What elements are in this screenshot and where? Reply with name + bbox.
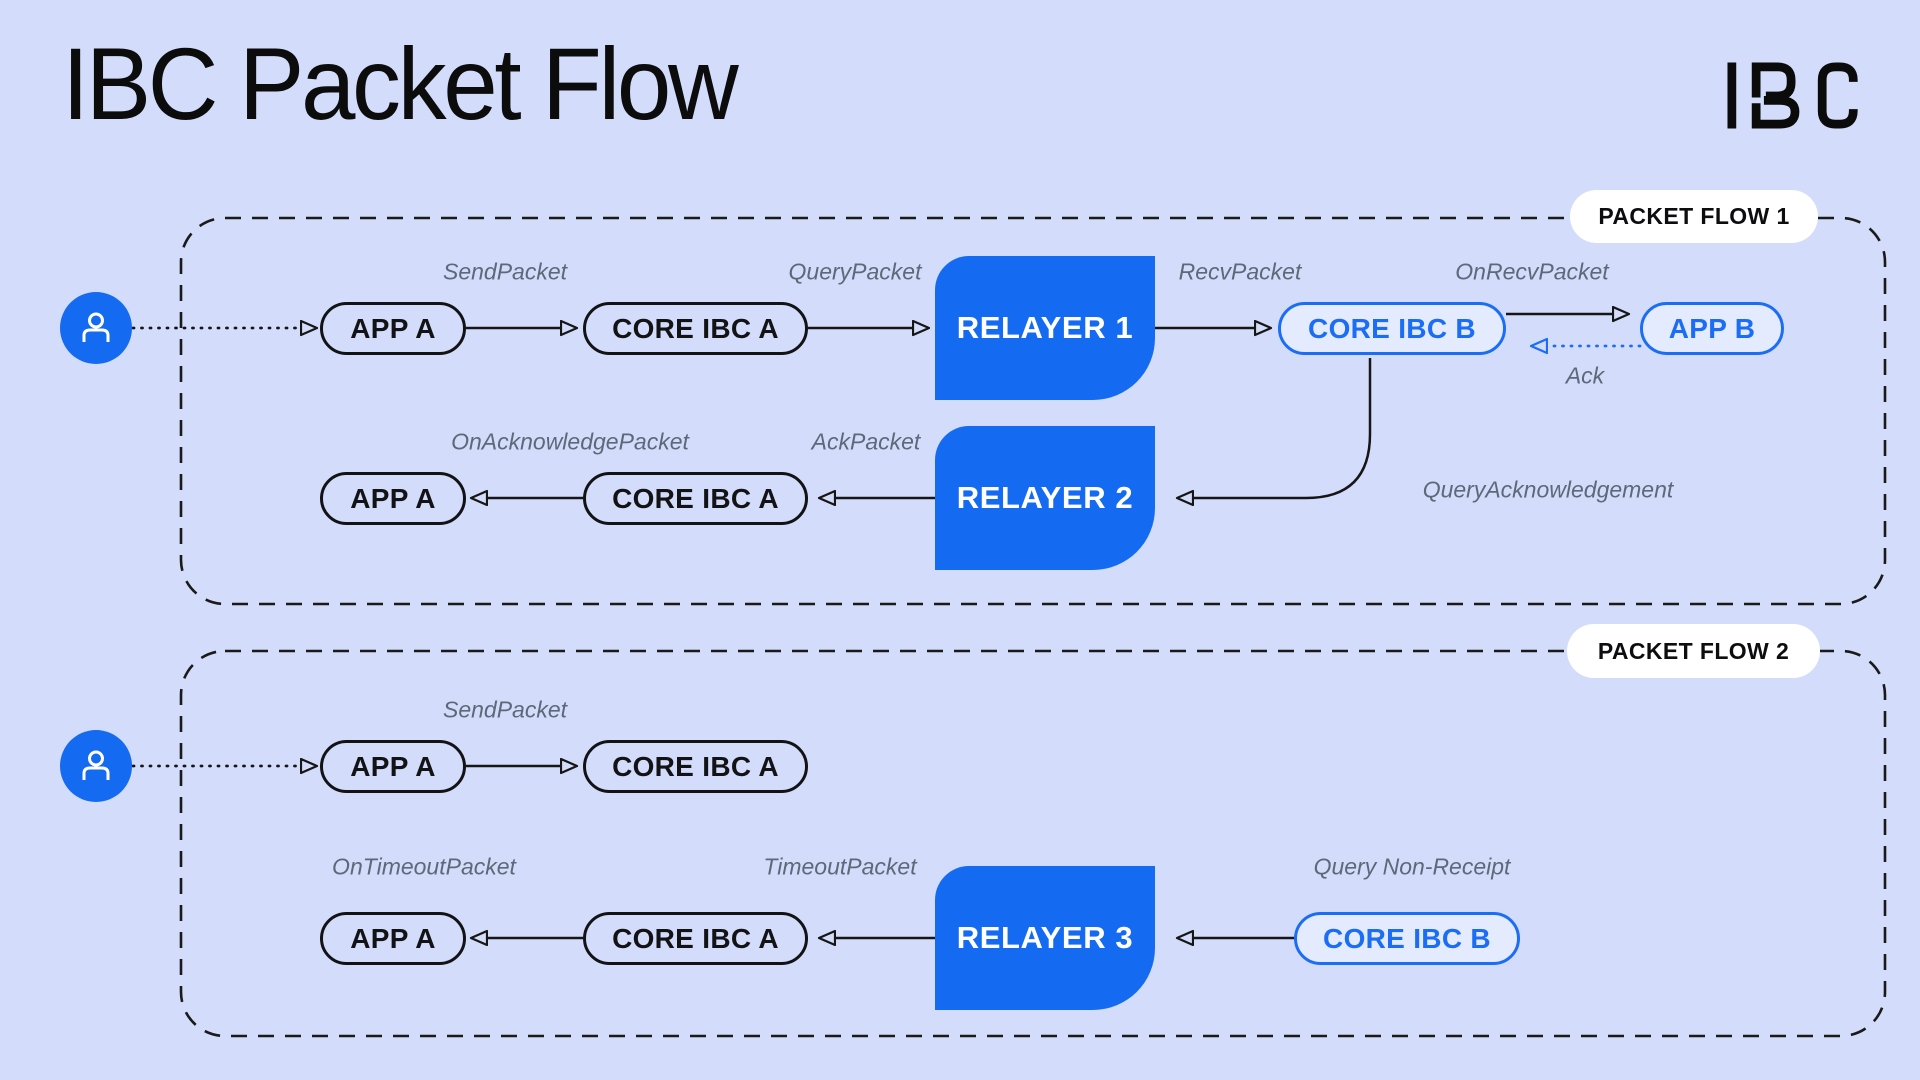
label-ackpacket: AckPacket <box>811 428 921 455</box>
label-ontimeoutpacket: OnTimeoutPacket <box>332 853 516 880</box>
user-icon <box>60 730 132 802</box>
node-app-a: APP A <box>320 472 466 525</box>
node-core-ibc-a: CORE IBC A <box>583 912 808 965</box>
label-query-non-receipt: Query Non-Receipt <box>1313 853 1511 880</box>
node-label: RELAYER 1 <box>956 310 1134 345</box>
node-app-b: APP B <box>1640 302 1784 355</box>
packet-flow-1-badge-label: PACKET FLOW 1 <box>1598 203 1790 229</box>
packet-flow-1-badge: PACKET FLOW 1 <box>1570 190 1818 243</box>
person-icon <box>82 312 110 342</box>
node-label: CORE IBC B <box>1323 922 1491 954</box>
node-label: RELAYER 3 <box>956 920 1134 955</box>
node-label: CORE IBC A <box>612 922 779 954</box>
node-label: APP B <box>1668 312 1756 344</box>
node-relayer-3: RELAYER 3 <box>935 866 1155 1010</box>
label-queryacknowledgement: QueryAcknowledgement <box>1422 476 1674 503</box>
node-core-ibc-a: CORE IBC A <box>583 472 808 525</box>
node-core-ibc-b: CORE IBC B <box>1294 912 1520 965</box>
label-timeoutpacket: TimeoutPacket <box>763 853 917 880</box>
node-label: APP A <box>350 922 436 954</box>
arrow-coreibcb-to-relayer2-curve <box>1178 358 1372 498</box>
node-core-ibc-b: CORE IBC B <box>1278 302 1506 355</box>
node-relayer-1: RELAYER 1 <box>935 256 1155 400</box>
node-label: CORE IBC B <box>1308 312 1476 344</box>
node-label: APP A <box>350 312 436 344</box>
packet-flow-2-badge-label: PACKET FLOW 2 <box>1597 637 1790 664</box>
node-app-a: APP A <box>320 302 466 355</box>
node-label: CORE IBC A <box>612 482 779 514</box>
node-label: RELAYER 2 <box>956 480 1134 515</box>
node-app-a: APP A <box>320 912 466 965</box>
person-icon <box>82 750 110 780</box>
node-app-a: APP A <box>320 740 466 793</box>
ibc-logo-icon <box>1727 62 1858 129</box>
node-label: CORE IBC A <box>612 312 779 344</box>
label-sendpacket: SendPacket <box>442 696 568 723</box>
label-recvpacket: RecvPacket <box>1178 258 1302 285</box>
label-querypacket: QueryPacket <box>788 258 922 285</box>
packet-flow-2-badge: PACKET FLOW 2 <box>1567 624 1820 678</box>
label-sendpacket: SendPacket <box>442 258 568 285</box>
node-label: APP A <box>350 482 436 514</box>
user-icon <box>60 292 132 364</box>
node-core-ibc-a: CORE IBC A <box>583 740 808 793</box>
node-core-ibc-a: CORE IBC A <box>583 302 808 355</box>
node-label: APP A <box>350 750 436 782</box>
node-relayer-2: RELAYER 2 <box>935 426 1155 570</box>
page-title: IBC Packet Flow <box>62 27 739 141</box>
label-onrecvpacket: OnRecvPacket <box>1455 258 1609 285</box>
label-ack: Ack <box>1565 362 1605 389</box>
node-label: CORE IBC A <box>612 750 779 782</box>
label-onacknowledgepacket: OnAcknowledgePacket <box>451 428 689 455</box>
